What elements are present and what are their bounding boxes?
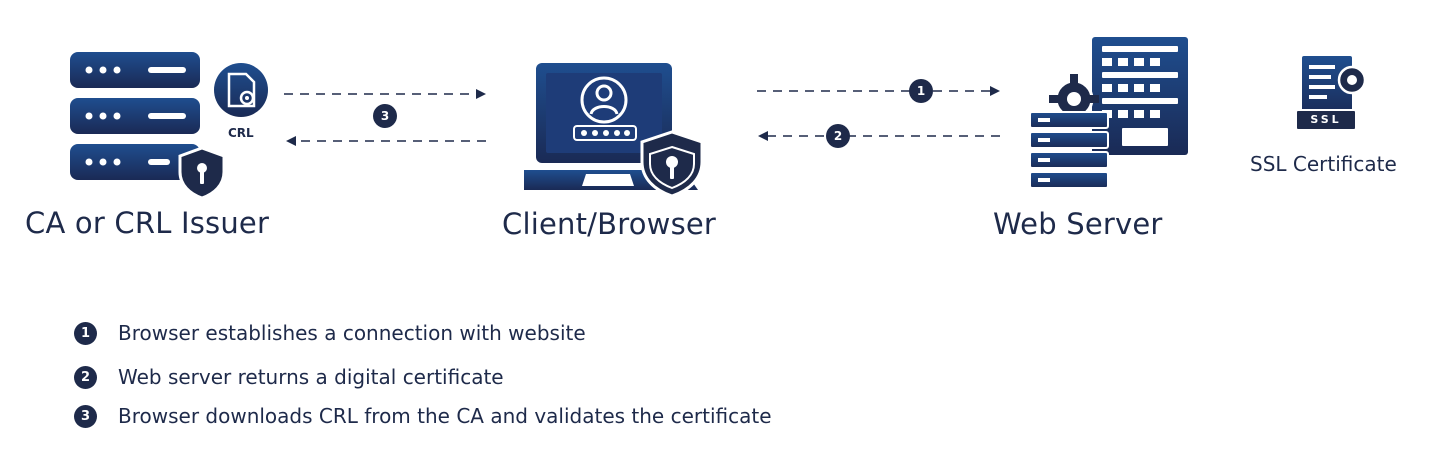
legend-text: Browser establishes a connection with we… bbox=[118, 321, 586, 345]
ca-shield-lock-icon bbox=[178, 146, 226, 200]
ssl-certificate-label: SSL Certificate bbox=[1250, 152, 1397, 176]
legend-text: Browser downloads CRL from the CA and va… bbox=[118, 404, 772, 428]
server-label: Web Server bbox=[993, 207, 1163, 241]
ca-label: CA or CRL Issuer bbox=[25, 206, 270, 240]
gear-icon bbox=[1049, 74, 1099, 124]
legend-item: 3 Browser downloads CRL from the CA and … bbox=[74, 403, 772, 429]
step-badge-2-number: 2 bbox=[833, 129, 843, 143]
ssl-badge-text: SSL bbox=[1310, 113, 1342, 126]
legend-item: 2 Web server returns a digital certifica… bbox=[74, 364, 504, 390]
legend-number: 2 bbox=[74, 365, 97, 389]
user-avatar-icon bbox=[580, 76, 628, 124]
crl-document-icon bbox=[214, 63, 268, 117]
step-badge-2 bbox=[826, 124, 850, 148]
crl-label: CRL bbox=[228, 126, 254, 140]
ca-server-icon bbox=[70, 52, 200, 180]
step-badge-1 bbox=[909, 79, 933, 103]
legend-number: 3 bbox=[74, 404, 97, 428]
server-unit-stack-icon bbox=[1029, 111, 1109, 189]
web-server-rack-icon bbox=[1092, 37, 1188, 155]
legend-text: Web server returns a digital certificate bbox=[118, 365, 504, 389]
step-badge-1-number: 1 bbox=[916, 84, 926, 98]
step-badge-3 bbox=[373, 104, 397, 128]
legend-item: 1 Browser establishes a connection with … bbox=[74, 320, 586, 346]
password-field-icon bbox=[573, 125, 637, 141]
client-label: Client/Browser bbox=[502, 207, 717, 241]
step-badge-3-number: 3 bbox=[380, 109, 390, 123]
client-shield-lock-icon bbox=[640, 130, 704, 198]
ssl-certificate-icon bbox=[1295, 56, 1367, 131]
legend-number: 1 bbox=[74, 321, 97, 345]
